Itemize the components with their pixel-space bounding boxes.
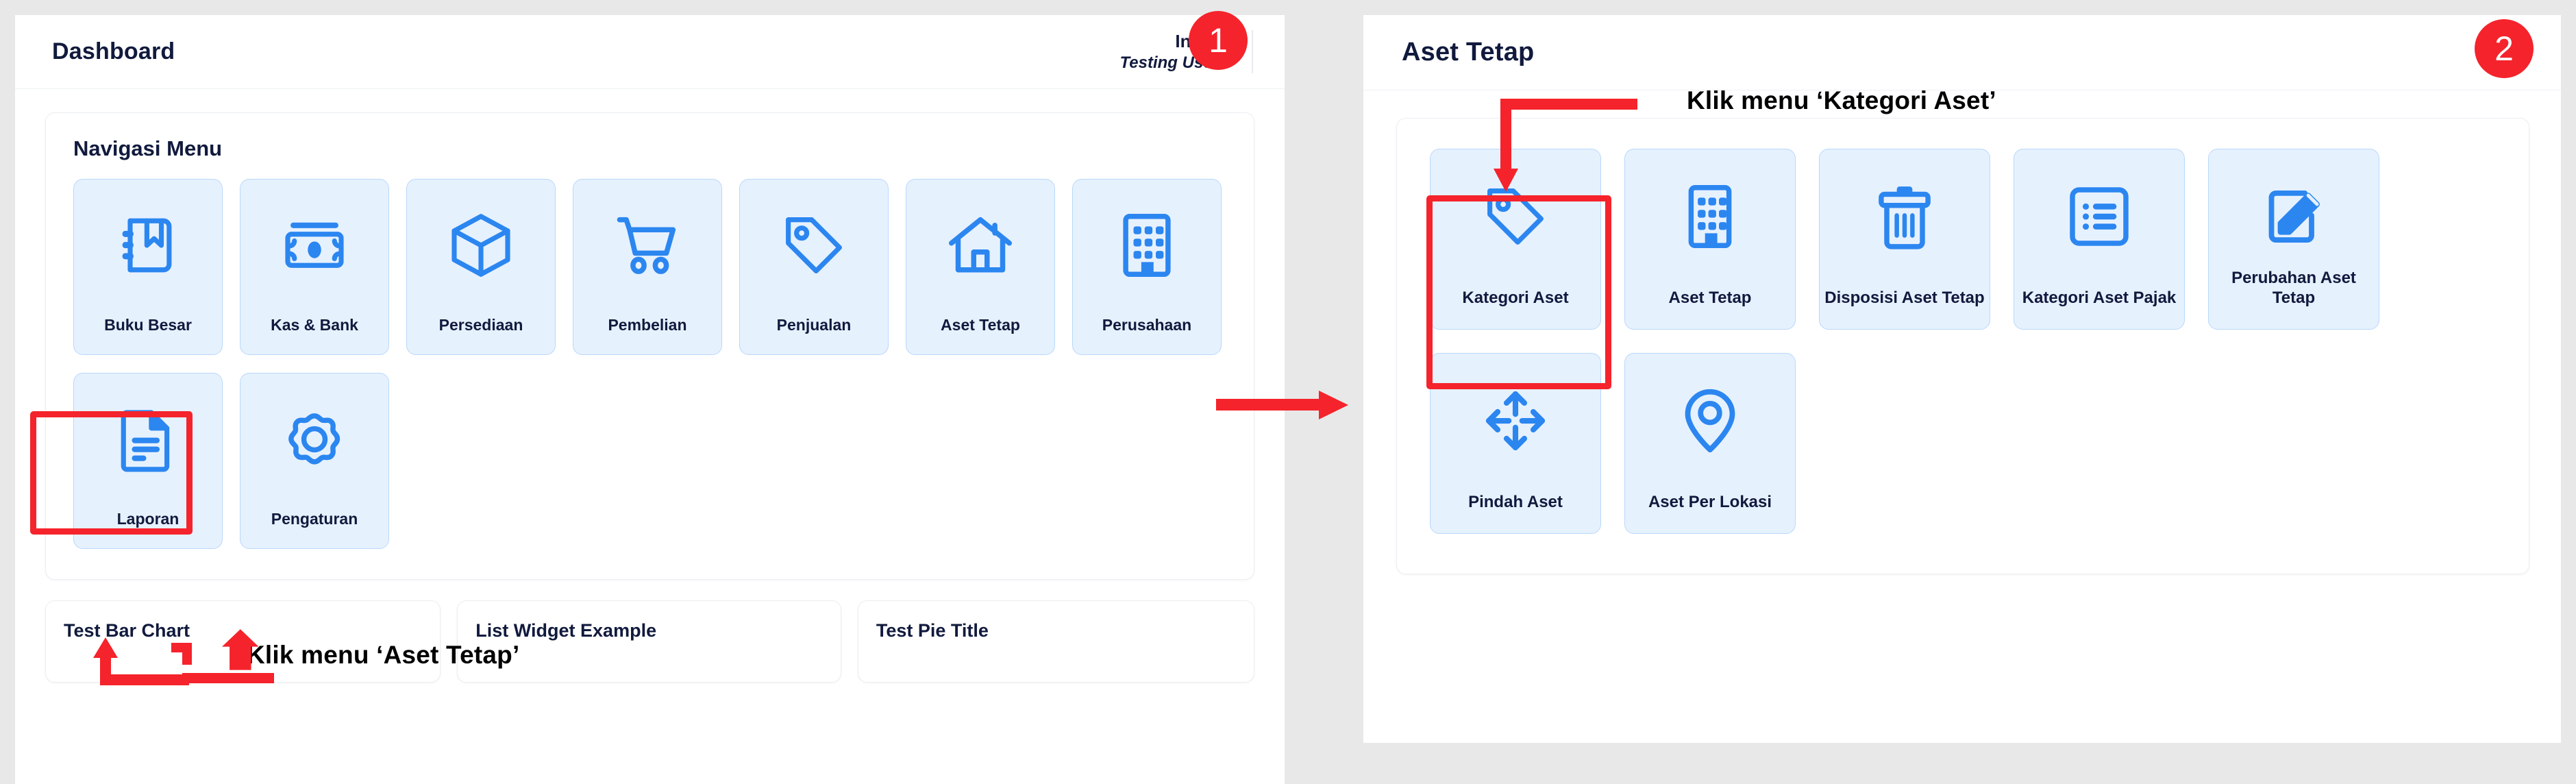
nav-tile-buku-besar[interactable]: Buku Besar — [73, 179, 223, 355]
nav-tile-label: Pembelian — [608, 316, 687, 334]
step-badge-1: 1 — [1189, 11, 1248, 70]
gear-icon — [279, 404, 350, 475]
nav-tile-label: Buku Besar — [104, 316, 192, 334]
cube-box-icon — [445, 210, 517, 281]
callout-arrow-2 — [1494, 99, 1637, 192]
nav-tile-pengaturan[interactable]: Pengaturan — [240, 373, 389, 549]
nav-tile-label: Aset Tetap — [941, 316, 1020, 334]
dashboard-panel: Dashboard Indra Testing User Navigasi Me… — [15, 15, 1285, 784]
house-icon — [945, 210, 1016, 281]
aset-tetap-body: Kategori Aset — [1363, 90, 2561, 574]
widget-title: Test Pie Title — [876, 620, 989, 641]
callout-arrow-1-shape — [93, 637, 189, 685]
nav-tile-pembelian[interactable]: Pembelian — [573, 179, 722, 355]
page-title: Dashboard — [52, 38, 175, 64]
edit-pencil-icon — [2258, 181, 2329, 252]
aset-tile-aset-per-lokasi[interactable]: Aset Per Lokasi — [1624, 353, 1796, 534]
widget-title: Test Bar Chart — [64, 620, 190, 641]
aset-tile-label: Kategori Aset Pajak — [2022, 289, 2177, 308]
aset-tile-kategori-aset[interactable]: Kategori Aset — [1430, 149, 1601, 330]
nav-section-title: Navigasi Menu — [73, 136, 223, 160]
widget-test-pie: Test Pie Title — [857, 600, 1254, 683]
location-pin-icon — [1674, 385, 1746, 456]
list-document-icon — [2064, 181, 2135, 252]
nav-tile-label: Persediaan — [438, 316, 523, 334]
document-lines-icon — [112, 404, 184, 475]
nav-tile-perusahaan[interactable]: Perusahaan — [1072, 179, 1222, 355]
price-tag-icon — [778, 210, 850, 281]
callout-arrow-1 — [171, 629, 274, 683]
nav-tile-label: Pengaturan — [271, 510, 358, 528]
widget-title: List Widget Example — [475, 620, 657, 641]
widget-list-example: List Widget Example — [457, 600, 841, 683]
nav-tile-aset-tetap[interactable]: Aset Tetap — [906, 179, 1055, 355]
aset-tile-label: Aset Tetap — [1668, 289, 1752, 308]
aset-tile-label: Pindah Aset — [1468, 493, 1563, 512]
aset-tetap-panel: Aset Tetap Kategori Aset — [1363, 15, 2561, 743]
nav-tile-penjualan[interactable]: Penjualan — [739, 179, 889, 355]
aset-tile-label: Perubahan Aset Tetap — [2231, 269, 2356, 308]
aset-tile-label: Aset Per Lokasi — [1648, 493, 1772, 512]
aset-tile-label: Kategori Aset — [1462, 289, 1569, 308]
aset-tile-grid: Kategori Aset — [1430, 149, 2496, 534]
dashboard-header: Dashboard Indra Testing User — [15, 15, 1285, 89]
aset-tile-perubahan-aset-tetap[interactable]: Perubahan Aset Tetap — [2208, 149, 2379, 330]
nav-tile-label: Penjualan — [776, 316, 852, 334]
aset-tile-disposisi-aset-tetap[interactable]: Disposisi Aset Tetap — [1819, 149, 1990, 330]
ledger-book-icon — [112, 210, 184, 281]
page-title: Aset Tetap — [1402, 38, 1535, 66]
nav-tile-kas-bank[interactable]: Kas & Bank — [240, 179, 389, 355]
move-arrows-icon — [1480, 385, 1551, 456]
aset-tile-aset-tetap[interactable]: Aset Tetap — [1624, 149, 1796, 330]
aset-menu-card: Kategori Aset — [1396, 118, 2529, 574]
callout-text-2: Klik menu ‘Kategori Aset’ — [1687, 86, 1996, 114]
aset-tile-label: Disposisi Aset Tetap — [1824, 289, 1985, 308]
aset-tetap-header: Aset Tetap — [1363, 15, 2561, 90]
nav-tile-label: Perusahaan — [1102, 316, 1192, 334]
office-building-icon — [1674, 181, 1746, 252]
nav-tile-label: Laporan — [116, 510, 179, 528]
trash-bin-icon — [1869, 181, 1940, 252]
navigation-menu-card: Navigasi Menu — [45, 112, 1254, 580]
navigation-tile-grid: Buku Besar Kas & Bank — [73, 179, 1226, 549]
callout-text-1: Klik menu ‘Aset Tetap’ — [247, 641, 520, 669]
nav-tile-label: Kas & Bank — [271, 316, 358, 334]
nav-tile-laporan[interactable]: Laporan — [73, 373, 223, 549]
aset-tile-pindah-aset[interactable]: Pindah Aset — [1430, 353, 1601, 534]
shopping-cart-icon — [612, 210, 683, 281]
dashboard-body: Navigasi Menu — [15, 89, 1285, 683]
panel-connector-arrow — [1216, 391, 1348, 419]
step-badge-2: 2 — [2475, 19, 2534, 78]
aset-tile-kategori-aset-pajak[interactable]: Kategori Aset Pajak — [2014, 149, 2185, 330]
banknote-icon — [279, 210, 350, 281]
nav-tile-persediaan[interactable]: Persediaan — [406, 179, 556, 355]
office-building-icon — [1111, 210, 1182, 281]
